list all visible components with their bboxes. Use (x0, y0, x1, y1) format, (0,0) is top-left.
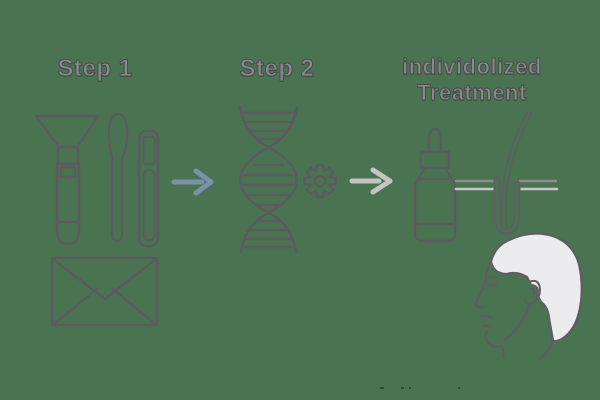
collection-tube-funnel-icon (34, 114, 100, 246)
treatment-label-line2: Treatment (417, 80, 527, 106)
head-profile-icon (474, 232, 583, 361)
arrow-right-icon (349, 167, 393, 195)
head-hair-shape (489, 232, 583, 343)
step2-label: Step 2 (239, 55, 315, 83)
arrow-right-icon (171, 168, 214, 196)
faint-marks (380, 387, 460, 389)
hair-follicle-icon (454, 111, 559, 235)
swab-icon (107, 112, 129, 243)
envelope-icon (50, 256, 159, 327)
sample-tube-icon (137, 129, 160, 248)
dna-helix-icon (238, 105, 299, 254)
treatment-label: individolized Treatment (392, 54, 552, 106)
step1-label: Step 1 (57, 55, 133, 83)
dropper-bottle-icon (413, 127, 457, 243)
treatment-label-line1: individolized (402, 54, 542, 80)
gear-icon (303, 164, 337, 198)
